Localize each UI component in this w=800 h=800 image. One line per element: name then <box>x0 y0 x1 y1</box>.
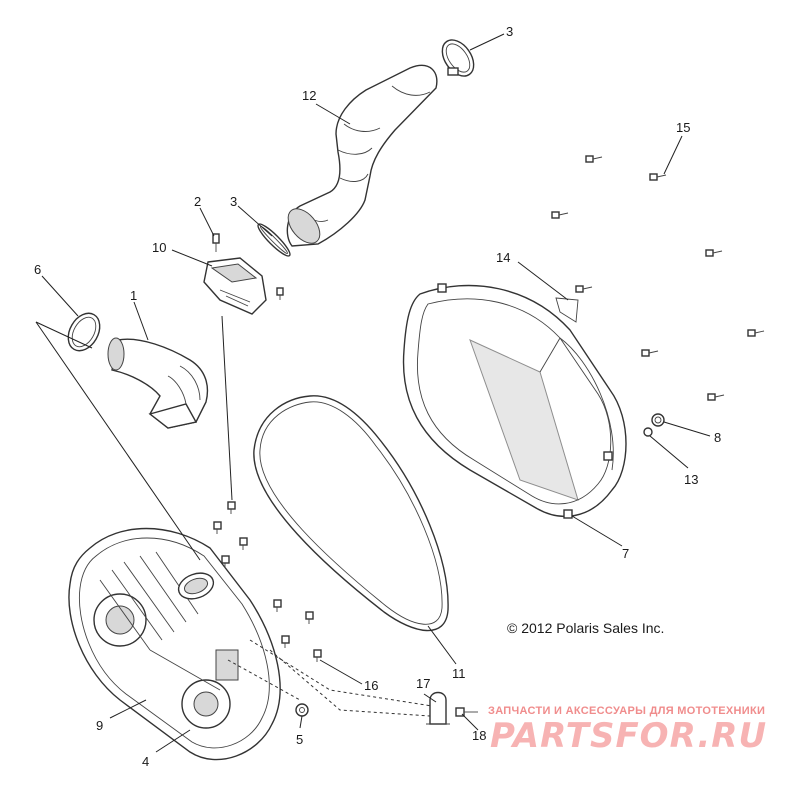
part-6-clamp <box>67 312 101 352</box>
callout-9: 9 <box>96 718 103 733</box>
callout-16: 16 <box>364 678 378 693</box>
callout-2: 2 <box>194 194 201 209</box>
part-15-screws <box>551 155 765 401</box>
callout-17: 17 <box>416 676 430 691</box>
watermark-tagline: ЗАПЧАСТИ И АКСЕССУАРЫ ДЛЯ МОТОТЕХНИКИ <box>488 705 766 717</box>
callout-13: 13 <box>684 472 698 487</box>
part-8-nut <box>651 413 665 427</box>
callout-1: 1 <box>130 288 137 303</box>
callout-3-lower: 3 <box>230 194 237 209</box>
callout-5: 5 <box>296 732 303 747</box>
part-10-adapter <box>203 257 267 315</box>
callout-18: 18 <box>472 728 486 743</box>
callout-7: 7 <box>622 546 629 561</box>
callout-10: 10 <box>152 240 166 255</box>
assembly-lines <box>35 315 433 717</box>
callout-8: 8 <box>714 430 721 445</box>
part-13-washer <box>643 427 653 437</box>
callout-14: 14 <box>496 250 510 265</box>
part-16-bolts <box>213 501 322 662</box>
part-1-elbow-duct <box>107 337 209 429</box>
part-14-decal <box>555 297 579 323</box>
callout-12: 12 <box>302 88 316 103</box>
part-3-top-clamp <box>441 39 475 77</box>
callout-15: 15 <box>676 120 690 135</box>
callout-4: 4 <box>142 754 149 769</box>
part-11-belt <box>253 395 449 632</box>
copyright-notice: © 2012 Polaris Sales Inc. <box>507 620 665 636</box>
callout-3-top: 3 <box>506 24 513 39</box>
part-9-outer-cover <box>68 527 281 761</box>
watermark-logo: PARTSFOR.RU <box>490 716 768 756</box>
part-5-nut <box>295 703 309 717</box>
callout-labels: 3 12 15 2 3 10 14 6 1 8 13 7 11 16 17 18… <box>34 24 721 769</box>
callout-6: 6 <box>34 262 41 277</box>
leader-lines <box>41 33 711 753</box>
part-7-inner-cover <box>402 283 627 519</box>
part-2-screw-b <box>276 287 284 300</box>
part-2-screw <box>212 233 220 252</box>
callout-11: 11 <box>452 666 466 681</box>
part-12-upper-duct <box>286 64 438 247</box>
part-18-bolt <box>455 707 478 717</box>
